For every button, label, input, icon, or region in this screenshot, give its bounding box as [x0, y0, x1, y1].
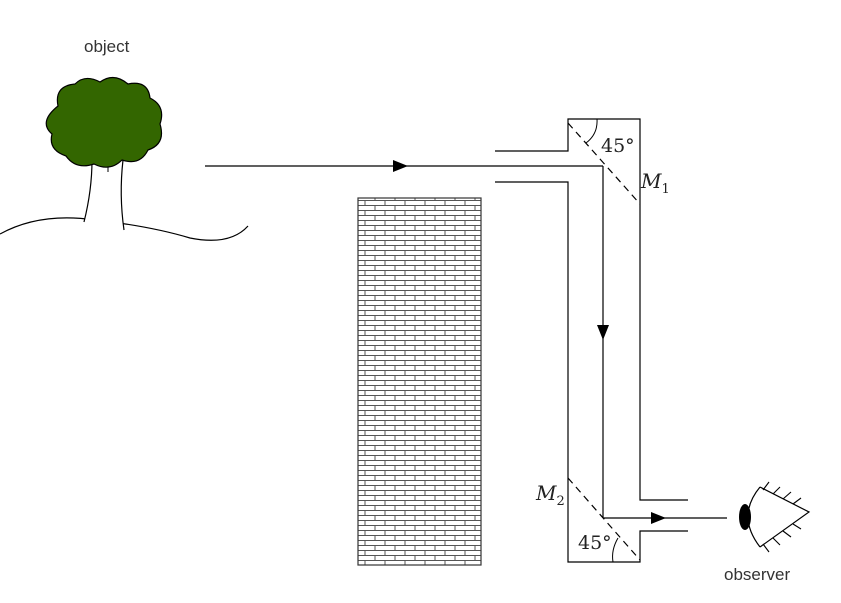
mirror-m2	[567, 477, 641, 561]
arrow-right-icon	[651, 512, 666, 524]
ground-line	[0, 217, 249, 241]
tree-icon	[45, 76, 163, 231]
object-label: object	[84, 37, 130, 56]
arrow-down-icon	[597, 325, 609, 340]
eye-icon	[739, 481, 811, 553]
mirror-m1	[567, 122, 641, 205]
angle-label-top: 45°	[601, 135, 635, 157]
observer-label: observer	[724, 565, 790, 584]
mirror-m1-label: M1	[640, 169, 670, 197]
angle-arc-bottom	[612, 537, 619, 563]
brick-wall	[357, 197, 482, 566]
mirror-m2-label: M2	[535, 481, 565, 509]
arrow-right-icon	[393, 160, 408, 172]
angle-label-bottom: 45°	[578, 532, 612, 554]
tree-foliage	[45, 76, 163, 168]
angle-arc-top	[585, 118, 598, 144]
periscope-tube	[495, 118, 688, 563]
